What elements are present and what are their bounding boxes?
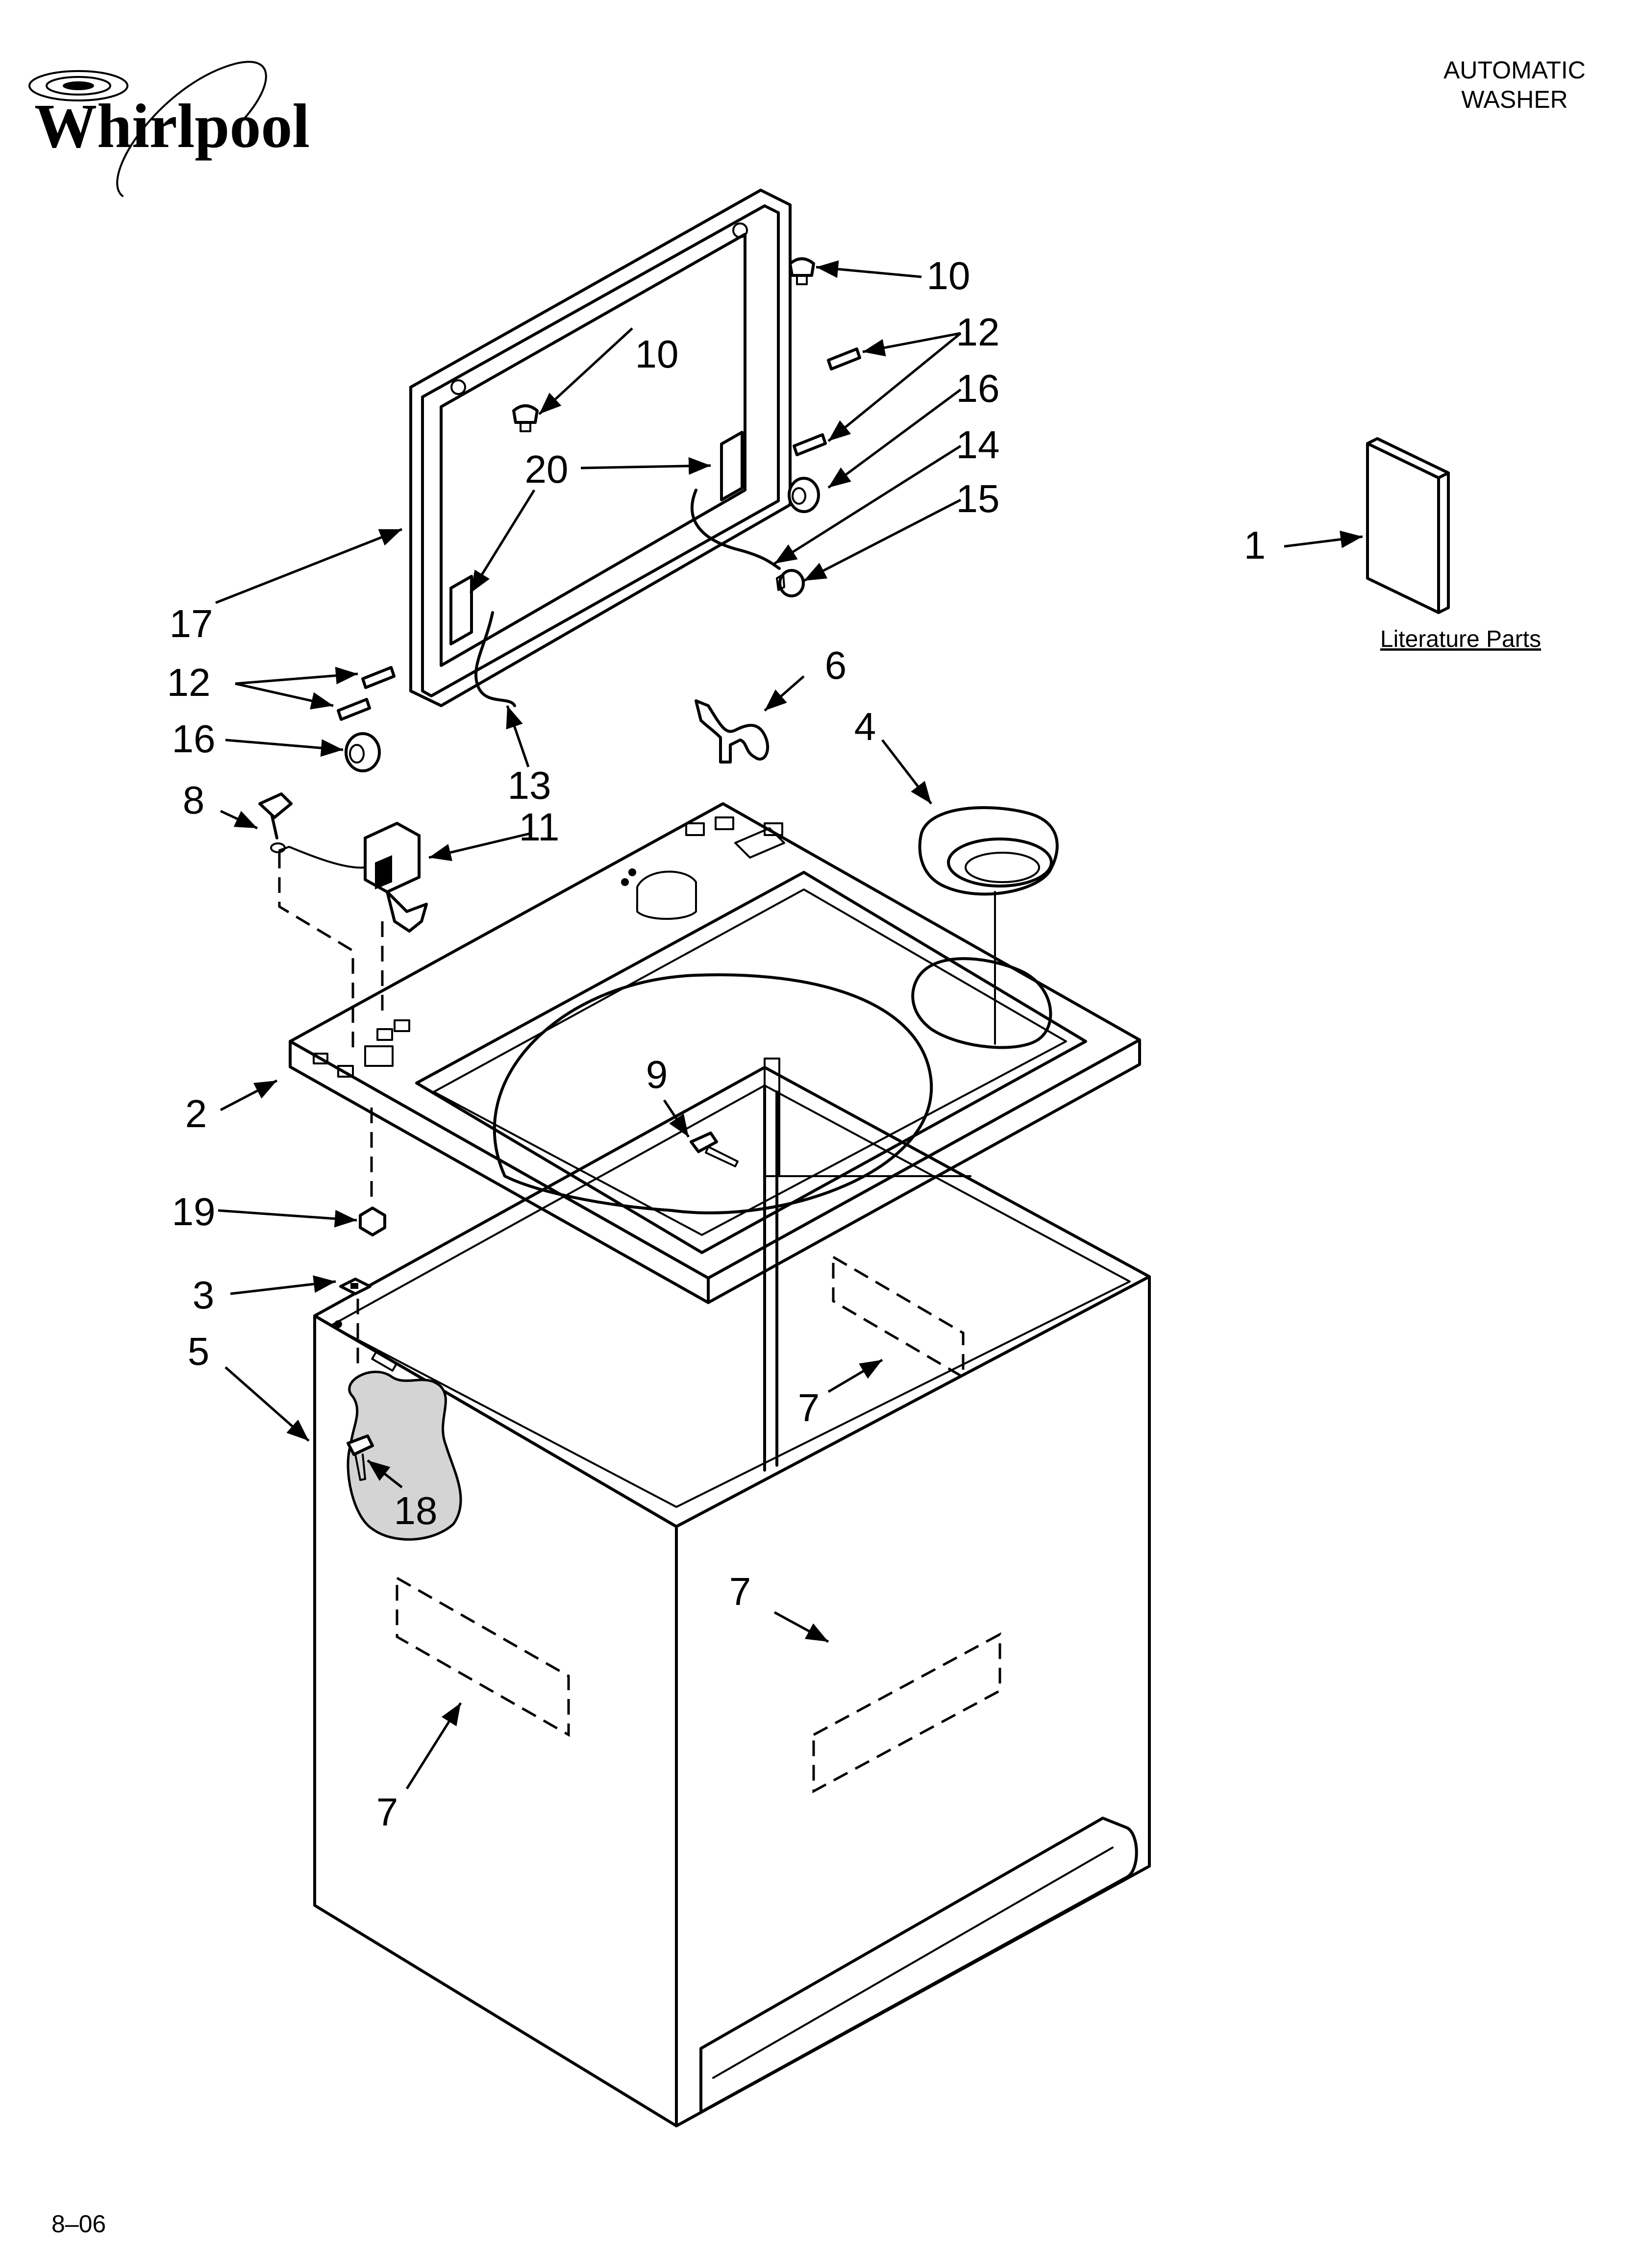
callout-7-right: 7 <box>729 1570 751 1613</box>
callout-2: 2 <box>185 1092 207 1135</box>
whirlpool-logo: Whirlpool <box>28 61 310 197</box>
hinge-rod-14 <box>690 489 781 570</box>
callout-numbers: 10 10 12 16 14 15 20 17 12 16 13 6 4 1 8… <box>167 254 1266 1834</box>
page-header: AUTOMATIC WASHER <box>1443 56 1586 113</box>
callout-12-right: 12 <box>956 310 1000 354</box>
callout-17: 17 <box>170 602 213 645</box>
logo-swoosh <box>116 61 267 197</box>
callout-6: 6 <box>825 643 847 687</box>
callout-10-left: 10 <box>635 332 679 376</box>
nut-19 <box>359 1207 386 1236</box>
callout-14: 14 <box>956 423 1000 467</box>
callout-10-right: 10 <box>927 254 970 297</box>
hinge-rod-13 <box>474 611 516 707</box>
literature-parts-label: Literature Parts <box>1380 626 1541 652</box>
switch-screw <box>258 792 293 853</box>
hinge-bushing-left <box>345 732 381 772</box>
callout-5: 5 <box>188 1330 210 1373</box>
hinge-retainer <box>776 569 805 597</box>
hose-clip <box>695 699 770 764</box>
callout-7-rear: 7 <box>798 1386 820 1430</box>
bleach-funnel <box>918 806 1059 896</box>
callout-12-left: 12 <box>167 661 211 704</box>
screw-9 <box>690 1132 739 1167</box>
literature-booklet <box>1366 437 1450 614</box>
callout-9: 9 <box>646 1053 668 1096</box>
callout-8: 8 <box>183 778 205 822</box>
header-line-2: WASHER <box>1461 86 1568 113</box>
callout-3: 3 <box>193 1273 215 1317</box>
lid-frame <box>409 189 792 707</box>
footer-code: 8–06 <box>51 2210 106 2238</box>
callout-13: 13 <box>508 764 551 807</box>
leader-lines <box>215 260 1363 1790</box>
alignment-lines <box>278 853 996 1372</box>
hinge-screws-right <box>793 347 861 456</box>
callout-7-left: 7 <box>376 1790 398 1834</box>
callout-18: 18 <box>394 1489 438 1532</box>
callout-19: 19 <box>172 1190 216 1233</box>
lid-bumper-right <box>789 257 815 285</box>
header-line-1: AUTOMATIC <box>1443 56 1586 84</box>
callout-20: 20 <box>525 447 569 491</box>
lid-switch <box>278 822 428 933</box>
callout-11: 11 <box>519 805 559 849</box>
callout-15: 15 <box>956 477 1000 520</box>
callout-16-right: 16 <box>956 367 1000 410</box>
lid-bumper-left <box>512 404 539 432</box>
callout-4: 4 <box>854 705 876 748</box>
lid-hinges <box>449 431 781 707</box>
cabinet <box>313 1066 1151 2127</box>
callout-16-left: 16 <box>172 717 216 761</box>
clip-nut-3 <box>339 1278 372 1295</box>
callout-1: 1 <box>1244 523 1266 567</box>
brand-wordmark: Whirlpool <box>34 91 310 161</box>
hinge-bushing-right <box>788 477 820 513</box>
hinge-screws-left <box>337 666 396 721</box>
